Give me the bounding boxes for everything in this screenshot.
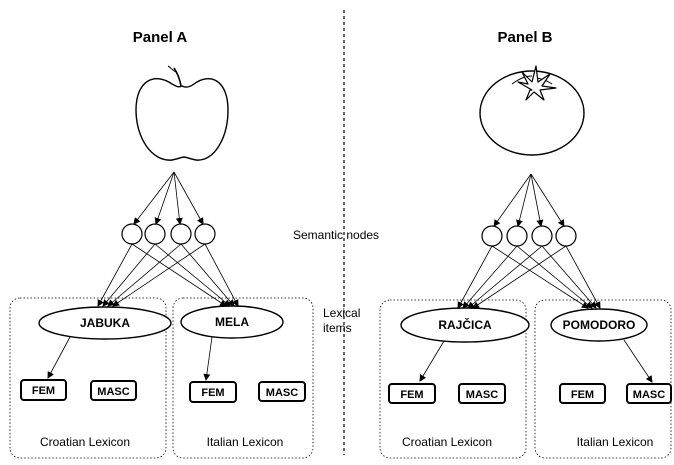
svg-text:JABUKA: JABUKA [80,316,130,330]
gender-fem-croatian-b: FEM [388,383,436,404]
lexicon-box-croatian-b [379,299,527,459]
semantic-node [506,225,528,247]
lexeme-mela: RAJČICA MELA [180,305,284,339]
apple-icon [135,65,229,161]
semantic-node [555,225,577,247]
svg-text:MASC: MASC [97,386,129,398]
semantic-node [121,223,143,245]
gender-edge-rajcica [419,340,445,382]
semantic-nodes-label: Semantic nodes [293,228,379,242]
gender-fem-italian-a: FEM [189,381,237,403]
semantic-node [531,225,553,247]
node-to-lexeme-edges-a [97,243,239,307]
gender-fem-croatian-a: FEM [20,379,67,401]
svg-text:FEM: FEM [400,389,423,401]
lexeme-pomodoro: POMODORO [550,308,648,342]
gender-masc-italian-a: MASC [258,381,306,402]
lexicon-box-italian-b [534,299,672,459]
lexeme-jabuka: JABUKA [38,306,172,340]
lexicon-label-croatian-a: Croatian Lexicon [40,435,130,449]
tomato-icon [479,65,585,156]
lexicon-box-croatian-a [9,297,167,459]
lexicon-label-italian-a: Italian Lexicon [207,435,284,449]
gender-edge-jabuka [47,336,71,379]
gender-edge-mela [203,336,213,381]
semantic-node [144,223,166,245]
semantic-nodes-b [481,225,577,247]
lexeme-rajcica: RAJČICA [400,307,530,343]
semantic-node [481,225,503,247]
svg-text:FEM: FEM [571,389,594,401]
svg-text:MASC: MASC [266,387,298,399]
lexical-items-label-line2: items [323,321,352,335]
picture-to-node-edges-b [493,173,565,227]
lexicon-label-croatian-b: Croatian Lexicon [402,435,492,449]
gender-masc-italian-b: MASC [626,383,672,404]
svg-text:POMODORO: POMODORO [563,318,636,332]
picture-to-node-edges-a [133,171,204,225]
node-to-lexeme-edges-b [457,245,601,309]
gender-masc-croatian-a: MASC [90,380,137,401]
panel-a-title: Panel A [133,29,188,46]
svg-text:FEM: FEM [32,385,55,397]
lexicon-label-italian-b: Italian Lexicon [577,435,654,449]
lexicon-box-italian-a [172,297,314,459]
svg-text:RAJČICA: RAJČICA [438,317,492,332]
lexical-items-label-line1: Lexical [323,306,360,320]
gender-masc-croatian-b: MASC [458,383,506,404]
svg-text:FEM: FEM [201,387,224,399]
semantic-nodes-a [121,223,216,245]
semantic-node [194,223,216,245]
svg-text:MASC: MASC [633,389,665,401]
gender-edge-pomodoro [623,339,653,383]
svg-text:MASC: MASC [466,389,498,401]
gender-fem-italian-b: FEM [559,383,606,404]
panel-b-title: Panel B [497,29,552,46]
svg-text:MELA: MELA [215,315,249,329]
semantic-node [170,223,192,245]
